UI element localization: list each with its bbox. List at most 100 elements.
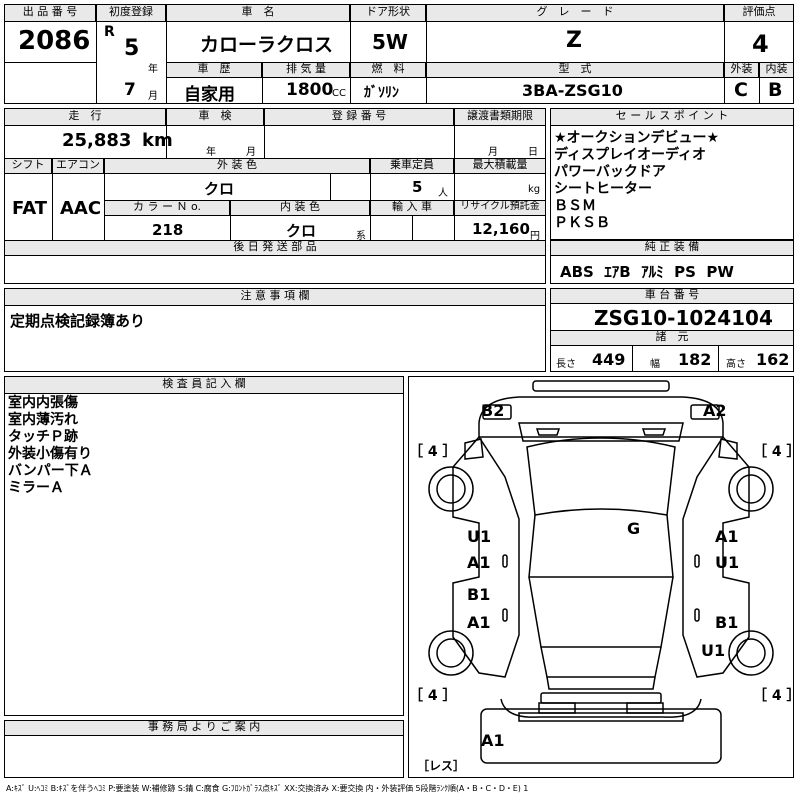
sales-list: ★オークションデビュー★ ディスプレイオーディオ パワーバックドア シートヒータ… [554, 130, 719, 232]
ac: AAC [60, 198, 102, 219]
capacity-unit: 人 [438, 188, 448, 199]
notes-header: 注 意 事 項 欄 [4, 288, 546, 306]
reg-month: 7 [124, 80, 136, 100]
reg-year: 5 [124, 36, 140, 61]
load-header: 最大積載量 [454, 158, 546, 174]
chassis-header: 車 台 番 号 [550, 288, 794, 304]
transfer-day: 日 [528, 147, 538, 158]
color-header: 外 装 色 [104, 158, 370, 174]
mileage-unit: km [142, 130, 173, 151]
colorno: 218 [152, 221, 184, 239]
intcolor-unit: 系 [356, 231, 366, 242]
specs-header: 諸 元 [550, 330, 794, 346]
ac-header: エアコン [52, 158, 104, 174]
mark-g: G [627, 519, 641, 538]
model: 3BA-ZSG10 [522, 81, 623, 100]
sales-header: セ ー ル ス ポ イ ン ト [550, 108, 794, 126]
chassis-number: ZSG10-1024104 [594, 306, 773, 330]
capacity-header: 乗車定員 [370, 158, 454, 174]
length: 449 [592, 350, 626, 369]
score-header: 評価点 [724, 4, 794, 22]
intcolor: クロ [286, 222, 317, 240]
import-header: 輸 入 車 [370, 200, 454, 216]
tyre-front-left: ［ 4 ］ [409, 444, 457, 460]
capacity: 5 [412, 178, 423, 196]
height: 162 [756, 350, 790, 369]
equip-value: ABS ｴｱB ｱﾙﾐ PS PW [560, 263, 734, 281]
fuel: ｶﾞｿﾘﾝ [364, 85, 399, 101]
tyre-front-right: ［ 4 ］ [753, 444, 800, 460]
mileage-header: 走 行 [4, 108, 166, 126]
mark-a2: A2 [703, 401, 727, 420]
shift-header: シフト [4, 158, 52, 174]
mark-a1-left-2: A1 [467, 613, 491, 632]
reg-year-unit: 年 [148, 64, 158, 75]
int-header: 内装 [759, 62, 794, 78]
spare-tyre: ［レス］ [417, 759, 466, 773]
sales-item: シートヒーター [554, 181, 652, 197]
grade: Z [566, 28, 582, 53]
mark-b2: B2 [481, 401, 505, 420]
reg-month-unit: 月 [148, 91, 158, 102]
inspector-header: 検 査 員 記 入 欄 [4, 376, 404, 394]
mark-b1-right: B1 [715, 613, 739, 632]
mark-u1-right-2: U1 [701, 641, 726, 660]
plate-header: 登 録 番 号 [264, 108, 454, 126]
inspector-item: ミラーＡ [8, 480, 64, 496]
door-type: 5W [372, 30, 408, 54]
shift: FAT [12, 198, 48, 219]
length-label: 長さ [556, 359, 576, 370]
sales-item: ＢＳＭ [554, 198, 596, 214]
office-header: 事 務 局 よ り ご 案 内 [4, 720, 404, 736]
transfer-month: 月 [488, 147, 498, 158]
lot-number: 2086 [18, 26, 91, 56]
tyre-rear-left: ［ 4 ］ [409, 688, 457, 704]
width: 182 [678, 350, 712, 369]
disp-header: 排 気 量 [262, 62, 350, 78]
load-unit: kg [528, 184, 541, 195]
equip-header: 純 正 装 備 [550, 240, 794, 256]
history-header: 車 歴 [166, 62, 262, 78]
colorno-header: カ ラ ー Ｎ o. [104, 200, 230, 216]
recycle-header: リサイクル預託金 [454, 200, 546, 216]
car-outline [428, 380, 774, 764]
sales-item: ＰＫＳＢ [554, 215, 610, 231]
displacement: 1800 [286, 80, 334, 100]
width-label: 幅 [650, 359, 660, 370]
inspector-item: タッチＰ跡 [8, 429, 78, 445]
car-diagram: B2 A2 G U1 A1 B1 A1 A1 U1 B1 U1 A1 ［ 4 ］… [408, 376, 800, 778]
color: クロ [204, 180, 235, 198]
car-name: カローラクロス [200, 34, 334, 56]
transfer-header: 譲渡書類期限 [454, 108, 546, 126]
inspector-item: 外装小傷有り [8, 446, 92, 462]
mark-u1-left: U1 [467, 527, 492, 546]
door-header: ドア形状 [350, 4, 426, 22]
legend: A:ｷｽﾞ U:ﾍｺﾐ B:ｷｽﾞを伴うﾍｺﾐ P:要塗装 W:補修跡 S:錆 … [6, 784, 529, 793]
inspector-frame [4, 376, 404, 716]
inspection-header: 車 検 [166, 108, 264, 126]
insp-year: 年 [206, 147, 216, 158]
inspector-item: 室内内張傷 [8, 395, 78, 411]
recycle: 12,160 [472, 220, 530, 238]
inspector-item: バンパー下Ａ [8, 463, 93, 479]
later-header: 後 日 発 送 部 品 [4, 240, 546, 256]
notes-value: 定期点検記録簿あり [10, 312, 146, 330]
recycle-unit: 円 [530, 231, 540, 242]
tyre-rear-right: ［ 4 ］ [753, 688, 800, 704]
history: 自家用 [184, 85, 235, 105]
insp-month: 月 [246, 147, 256, 158]
mileage: 25,883 [62, 130, 132, 151]
height-label: 高さ [726, 359, 746, 370]
mark-u1-right: U1 [715, 553, 740, 572]
mark-b1-left: B1 [467, 585, 491, 604]
name-header: 車 名 [166, 4, 350, 22]
intcolor-header: 内 装 色 [230, 200, 370, 216]
reg-era: R [104, 24, 115, 40]
reg-header: 初度登録 [96, 4, 166, 22]
disp-unit: CC [332, 88, 346, 99]
ext-grade: C [734, 79, 748, 101]
inspector-list: 室内内張傷 室内薄汚れ タッチＰ跡 外装小傷有り バンパー下Ａ ミラーＡ [8, 395, 93, 497]
sales-item: ★オークションデビュー★ [554, 130, 720, 146]
lot-header: 出 品 番 号 [4, 4, 96, 22]
model-header: 型 式 [426, 62, 724, 78]
